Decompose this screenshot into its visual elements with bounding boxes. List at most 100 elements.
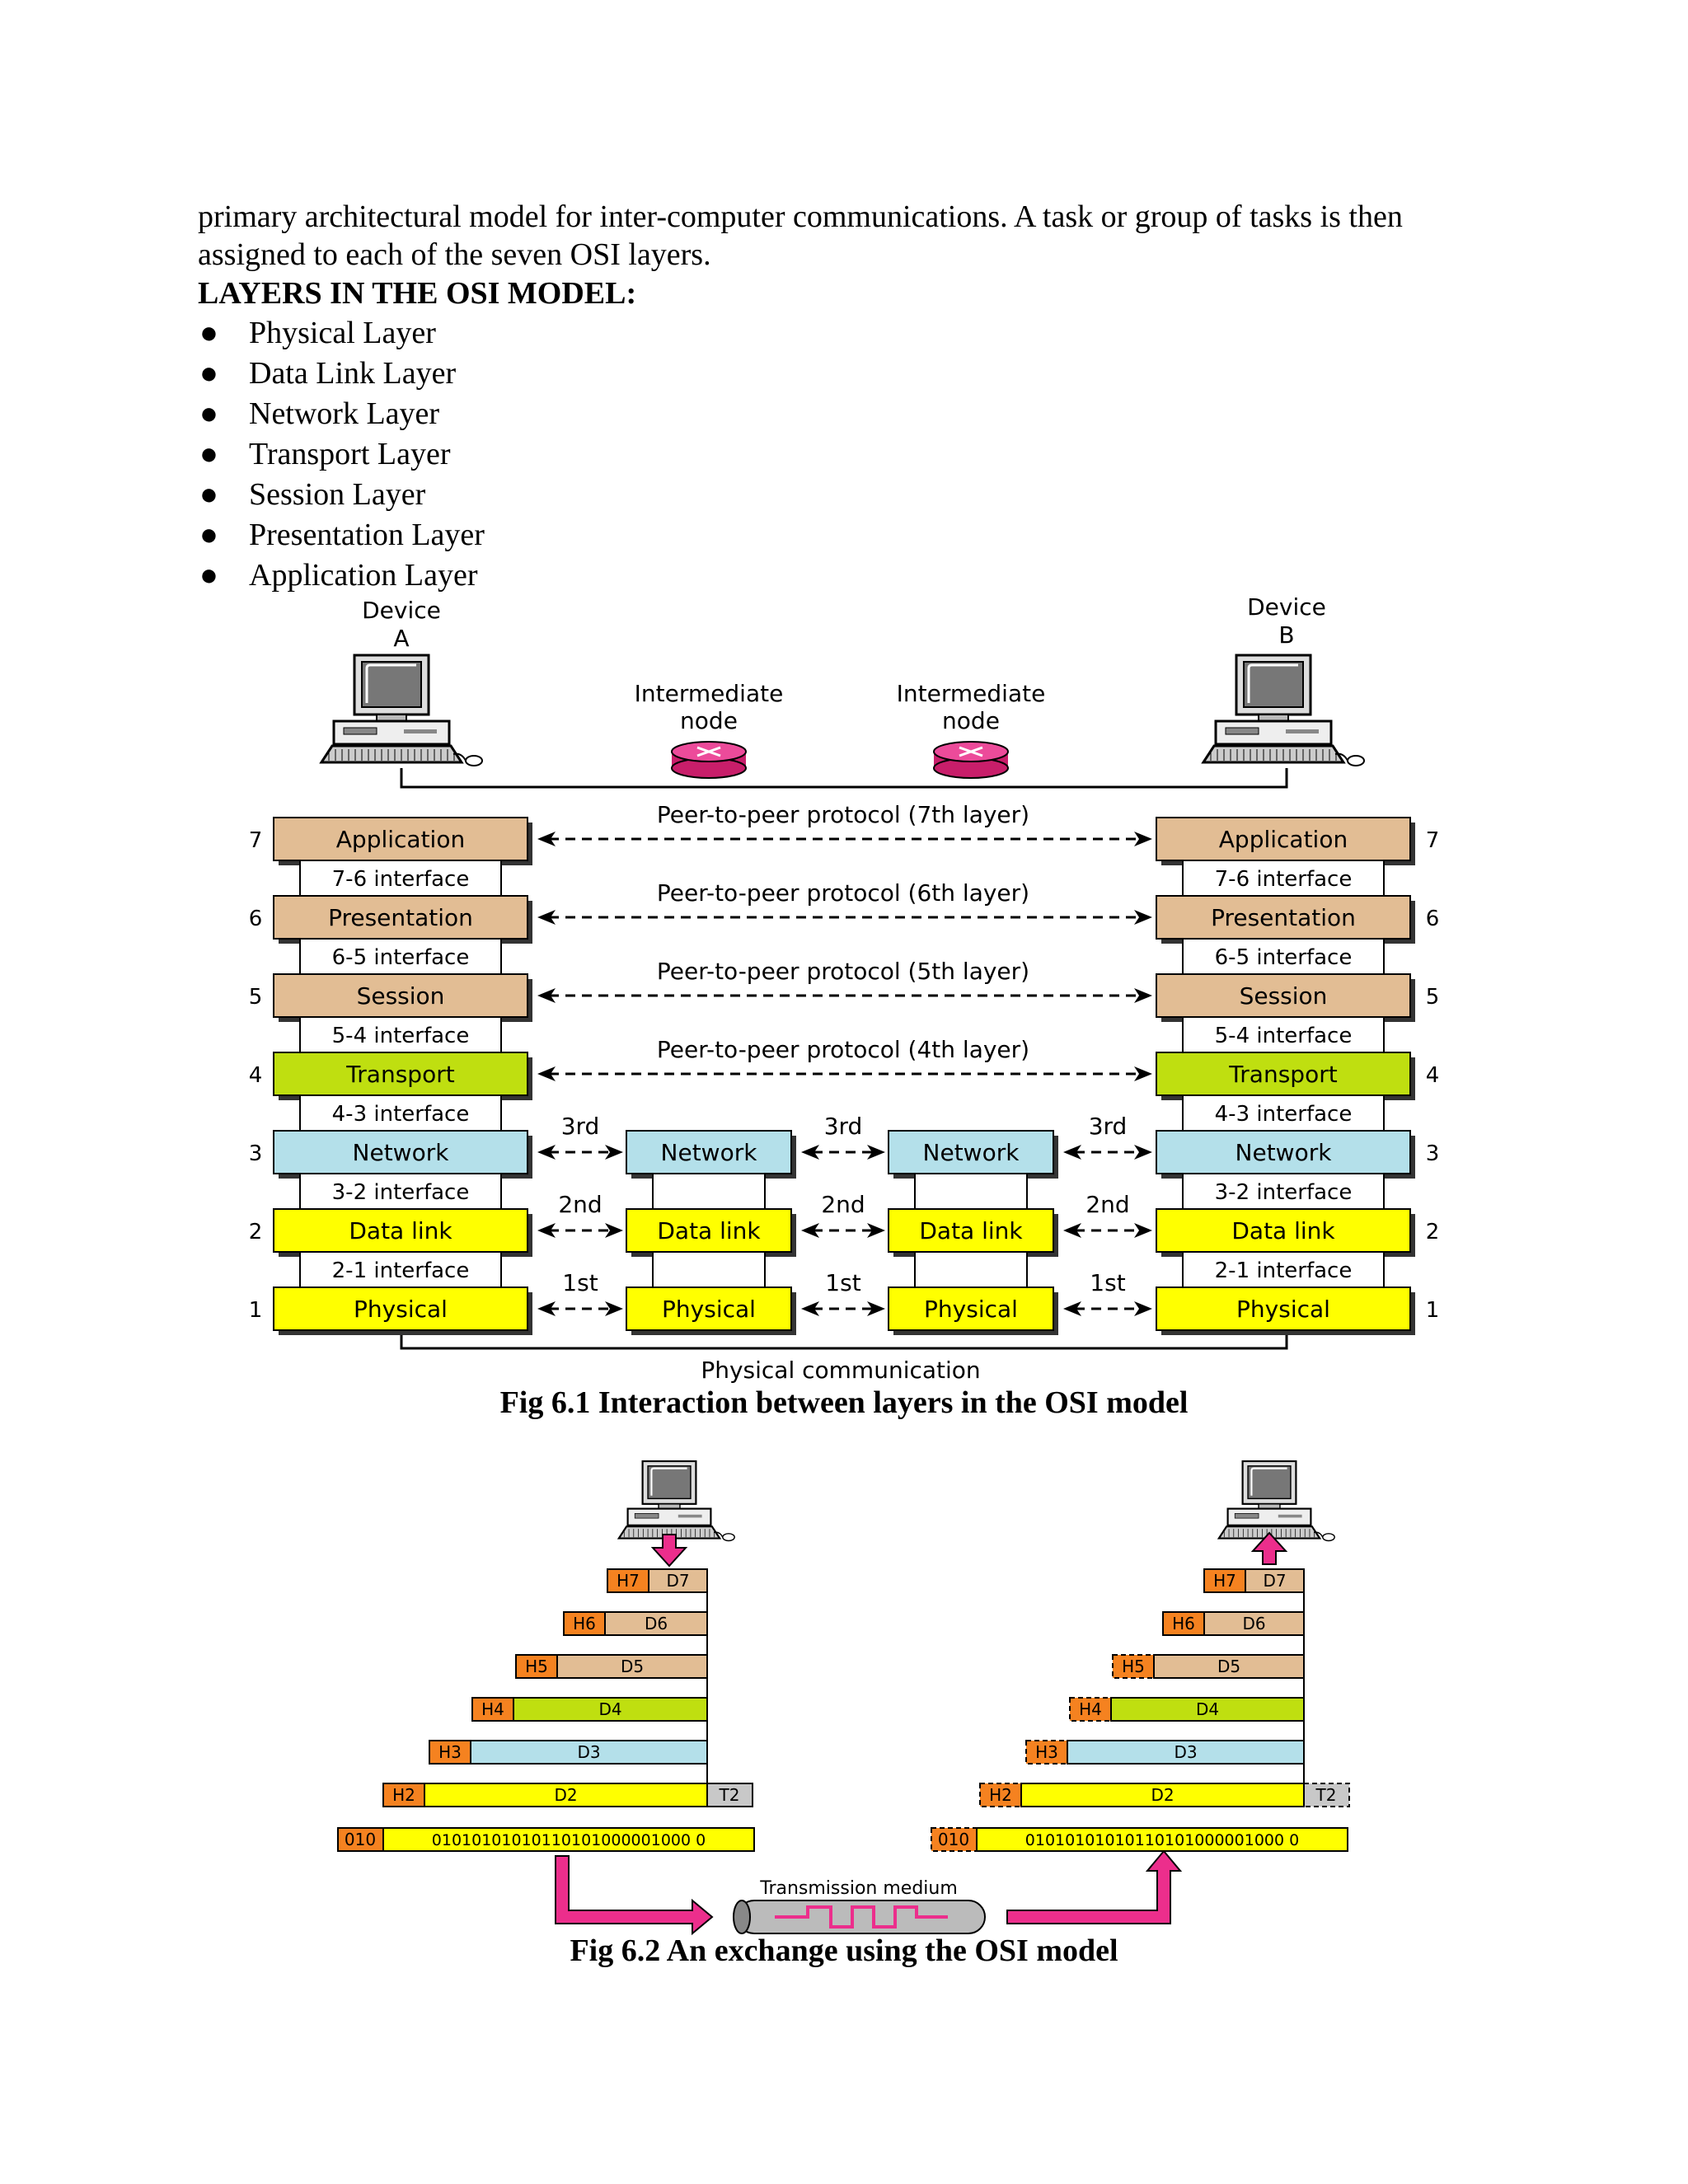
layer-number: 2 [1426, 1220, 1440, 1244]
layer-box: Presentation [1156, 895, 1415, 944]
interface-box [299, 1251, 502, 1288]
hop-arrow [1063, 1223, 1152, 1238]
list-item-label: Application Layer [249, 558, 478, 593]
hop-label: 3rd [561, 1113, 600, 1140]
hop-label: 2nd [821, 1191, 865, 1218]
data-cell [1020, 1783, 1305, 1807]
data-label: D2 [554, 1785, 577, 1805]
list-item: ●Session Layer [198, 475, 485, 515]
router-icon [671, 741, 747, 779]
bullet-icon: ● [199, 356, 218, 391]
layer-box: Application [1156, 817, 1415, 865]
layer-box: Network [626, 1130, 796, 1179]
layer-number: 4 [1426, 1063, 1440, 1088]
hop-label: 3rd [1089, 1113, 1128, 1140]
bit-header-label: 010 [938, 1830, 969, 1849]
hop-arrow [1063, 1301, 1152, 1316]
bullet-icon: ● [199, 477, 218, 512]
layer-physical [1156, 1286, 1411, 1331]
arrow-head [1063, 1223, 1081, 1238]
interface-box [652, 1173, 766, 1210]
layer-number: 3 [1426, 1141, 1440, 1166]
data-cell [556, 1654, 708, 1679]
device-a-label: Device [362, 597, 441, 624]
mouse [722, 1533, 735, 1542]
data-label: D7 [666, 1571, 689, 1591]
interface-box [914, 1251, 1028, 1288]
interface-label: 6-5 interface [332, 945, 470, 970]
computer-icon [319, 654, 483, 766]
layer-number: 2 [249, 1220, 263, 1244]
arrow-head [605, 1301, 623, 1316]
header-label: H6 [1172, 1614, 1195, 1633]
layer-box: Network [273, 1130, 532, 1179]
layer-session [1156, 973, 1411, 1018]
layer-network [1156, 1130, 1411, 1174]
layer-number: 1 [249, 1298, 263, 1323]
layer-label: Network [661, 1139, 758, 1166]
screen-glare [1250, 1467, 1287, 1496]
bullet-icon: ● [199, 316, 218, 350]
data-label: D4 [598, 1699, 621, 1719]
mouse-cord [452, 752, 467, 762]
layer-number: 6 [249, 907, 263, 931]
layer-number: 6 [1426, 907, 1440, 931]
arrow-head [1134, 1066, 1152, 1081]
peer-protocol-arrow [537, 1066, 1152, 1081]
up-arrow-icon [1250, 1531, 1288, 1565]
arrow-head [801, 1223, 819, 1238]
interface-label: 2-1 interface [332, 1258, 470, 1283]
layer-box: Presentation [273, 895, 532, 944]
transmission-medium-label: Transmission medium [759, 1878, 958, 1899]
receive-arrow-icon [1006, 1849, 1183, 1924]
layer-label: Transport [345, 1061, 454, 1088]
bit-data-cell [976, 1827, 1348, 1852]
trailer-cell [706, 1783, 753, 1807]
data-cell [1067, 1740, 1305, 1765]
layer-data-link [888, 1208, 1054, 1253]
layer-number: 3 [249, 1141, 263, 1166]
data-label: D5 [621, 1657, 644, 1676]
layer-transport [273, 1052, 528, 1096]
layer-number: 7 [249, 828, 263, 853]
hop-arrow [801, 1223, 885, 1238]
arrow-head [537, 1145, 556, 1160]
data-cell [1245, 1568, 1305, 1593]
header-label: H7 [1213, 1571, 1236, 1591]
header-label: H5 [1122, 1657, 1145, 1676]
router-cross [959, 746, 983, 757]
list-item-label: Data Link Layer [249, 356, 457, 391]
disk-slot [634, 1512, 659, 1519]
arrow-head [1063, 1145, 1081, 1160]
layer-label: Session [357, 982, 445, 1010]
intro-paragraph: primary architectural model for inter-co… [198, 199, 1403, 272]
figure-2-caption: Fig 6.2 An exchange using the OSI model [570, 1933, 1118, 1968]
interface-box [299, 938, 502, 975]
hop-arrow [537, 1223, 623, 1238]
arrow-head [867, 1145, 885, 1160]
layer-label: Physical [662, 1296, 756, 1323]
data-label: D2 [1151, 1785, 1174, 1805]
interface-box [299, 1016, 502, 1053]
layer-box: Application [273, 817, 532, 865]
layer-box: Physical [273, 1286, 532, 1335]
header-label: H2 [392, 1785, 415, 1805]
data-label: D7 [1263, 1571, 1286, 1591]
layer-presentation [1156, 895, 1411, 940]
interface-label: 5-4 interface [1215, 1024, 1353, 1048]
arrow-head [537, 1301, 556, 1316]
layer-presentation [273, 895, 528, 940]
layer-box: Session [273, 973, 532, 1022]
layer-network [888, 1130, 1054, 1174]
peer-protocol-arrow [537, 910, 1152, 925]
interface-box [1182, 1094, 1385, 1132]
layer-label: Transport [1228, 1061, 1337, 1088]
interface-label: 4-3 interface [1215, 1102, 1353, 1127]
bullet-icon: ● [199, 396, 218, 431]
hop-arrow [801, 1301, 885, 1316]
device-a-label: A [393, 625, 409, 652]
